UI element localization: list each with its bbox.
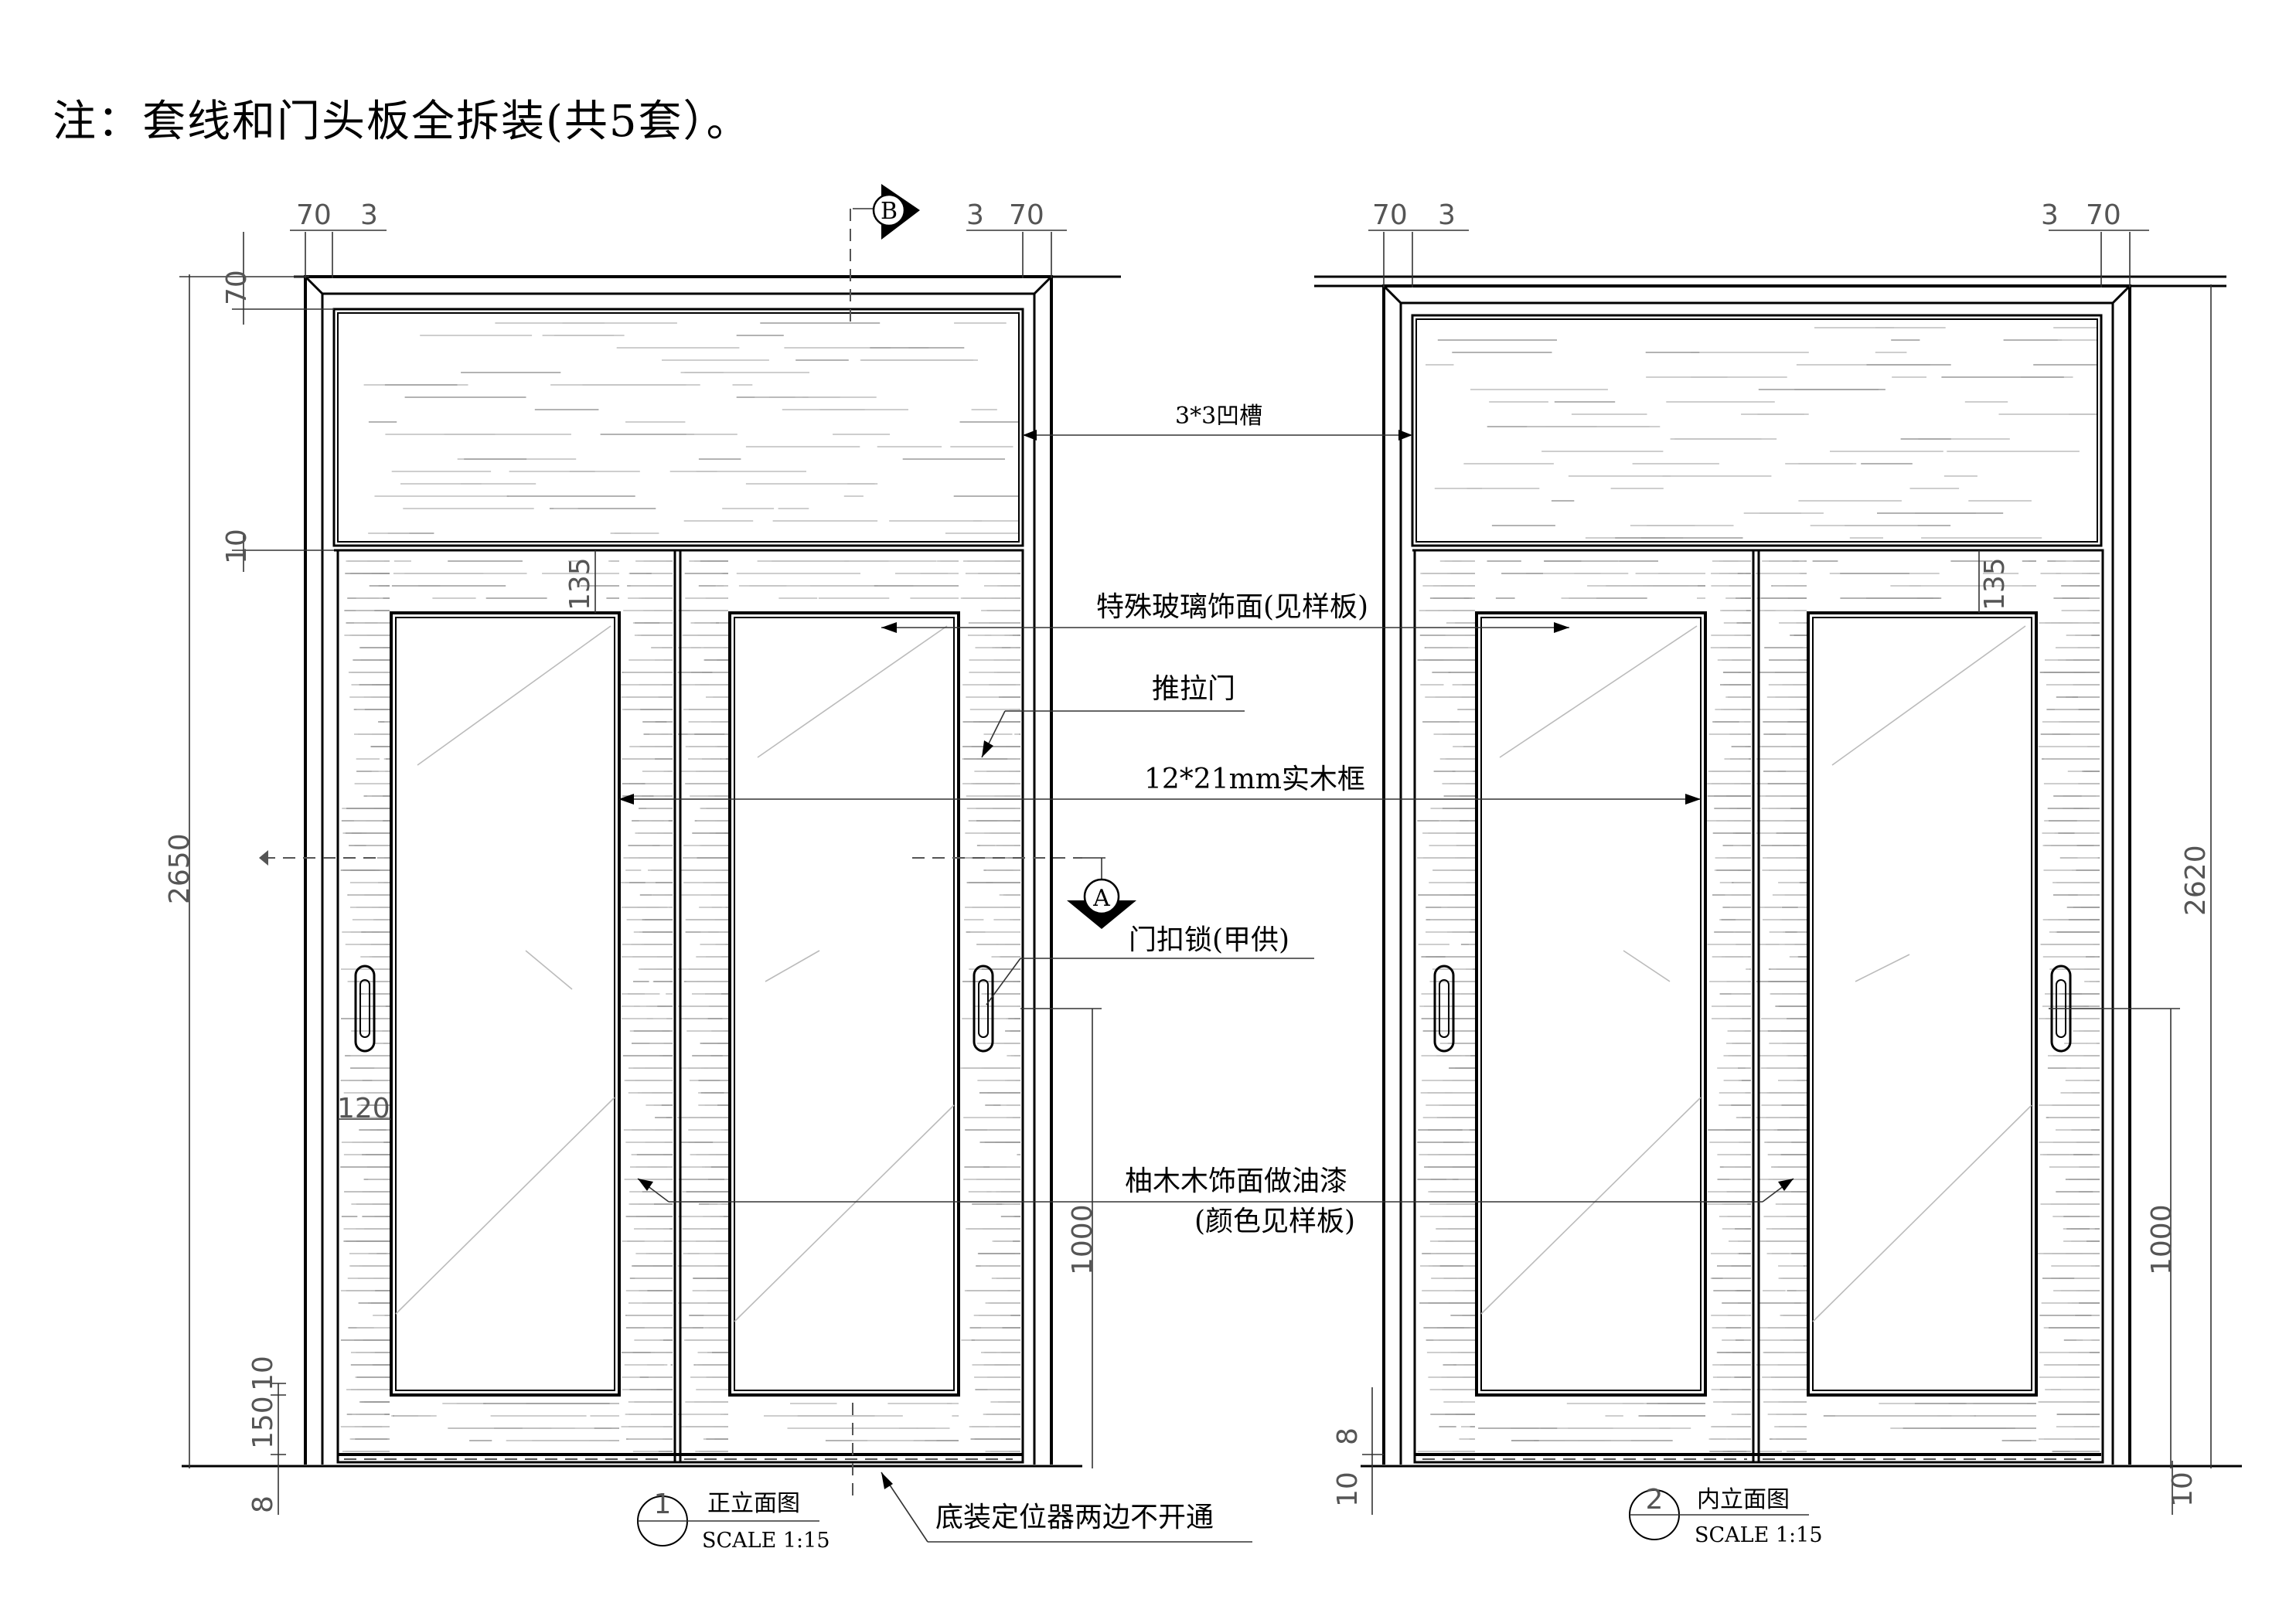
- dim-3: 3: [360, 199, 378, 231]
- cut-arrow-icon: [259, 850, 268, 866]
- view-1-number: 1: [654, 1489, 672, 1520]
- view-2-scale: SCALE 1:15: [1695, 1523, 1823, 1547]
- view-title-1: 1 正立面图 SCALE 1:15: [637, 1489, 830, 1553]
- frame-callout: 12*21mm实木框: [1144, 764, 1365, 795]
- dimension-labels: 70 3 3 70 70 3 3 70 70 10 135 135 2650 2…: [164, 199, 2212, 1513]
- view-1-scale: SCALE 1:15: [702, 1529, 830, 1553]
- veneer-callout: 柚木木饰面做油漆: [1125, 1165, 1347, 1197]
- glass-finish-callout: 特殊玻璃饰面(见样板): [1096, 591, 1368, 623]
- dim-2620: 2620: [2180, 845, 2212, 916]
- dim-10-vertical: 10: [1332, 1472, 1364, 1507]
- drawing-note: 注：套线和门头板全拆装(共5套）。: [53, 97, 751, 147]
- groove-callout: 3*3凹槽: [1175, 403, 1262, 430]
- sliding-door-callout: 推拉门: [1152, 673, 1235, 705]
- dim-70: 70: [1009, 199, 1044, 231]
- section-marker-b: B: [853, 184, 920, 240]
- dim-3: 3: [966, 199, 984, 231]
- view-title-2: 2 内立面图 SCALE 1:15: [1629, 1484, 1823, 1547]
- wood-hatch: [340, 322, 2100, 1452]
- dim-1000: 1000: [2146, 1204, 2178, 1275]
- dim-70-vertical: 70: [221, 270, 253, 305]
- section-a-label: A: [1092, 885, 1110, 912]
- dim-150: 150: [247, 1396, 279, 1449]
- dim-10-vertical: 10: [247, 1356, 279, 1391]
- veneer-color-callout: (颜色见样板): [1194, 1206, 1355, 1237]
- dim-70: 70: [296, 199, 332, 231]
- dim-70: 70: [1372, 199, 1408, 231]
- dim-120: 120: [337, 1093, 390, 1125]
- dim-3: 3: [1438, 199, 1456, 231]
- inner-elevation: [1314, 275, 2242, 1468]
- section-marker-a: A: [1067, 857, 1136, 929]
- callouts: 3*3凹槽 特殊玻璃饰面(见样板) 推拉门 12*21mm实木框 门扣锁(甲供)…: [618, 403, 1794, 1543]
- front-elevation: [182, 209, 1121, 1499]
- dim-1000: 1000: [1067, 1204, 1099, 1275]
- dim-10-vertical: 10: [2167, 1472, 2199, 1507]
- dim-8-vertical: 8: [1332, 1427, 1364, 1445]
- section-b-label: B: [881, 198, 898, 225]
- floor-guide-callout: 底装定位器两边不开通: [935, 1502, 1214, 1533]
- lock-callout: 门扣锁(甲供): [1129, 924, 1289, 956]
- dim-8-vertical: 8: [247, 1495, 279, 1513]
- dim-135-vertical: 135: [564, 557, 596, 611]
- dim-135-vertical: 135: [1979, 557, 2011, 611]
- view-2-number: 2: [1646, 1484, 1664, 1516]
- dimension-lines: [179, 230, 2212, 1515]
- dim-2650: 2650: [164, 833, 196, 904]
- dim-70: 70: [2086, 199, 2121, 231]
- view-2-title: 内立面图: [1697, 1486, 1790, 1513]
- view-1-title: 正立面图: [707, 1490, 800, 1517]
- dim-10-vertical: 10: [221, 529, 253, 564]
- dim-3: 3: [2041, 199, 2059, 231]
